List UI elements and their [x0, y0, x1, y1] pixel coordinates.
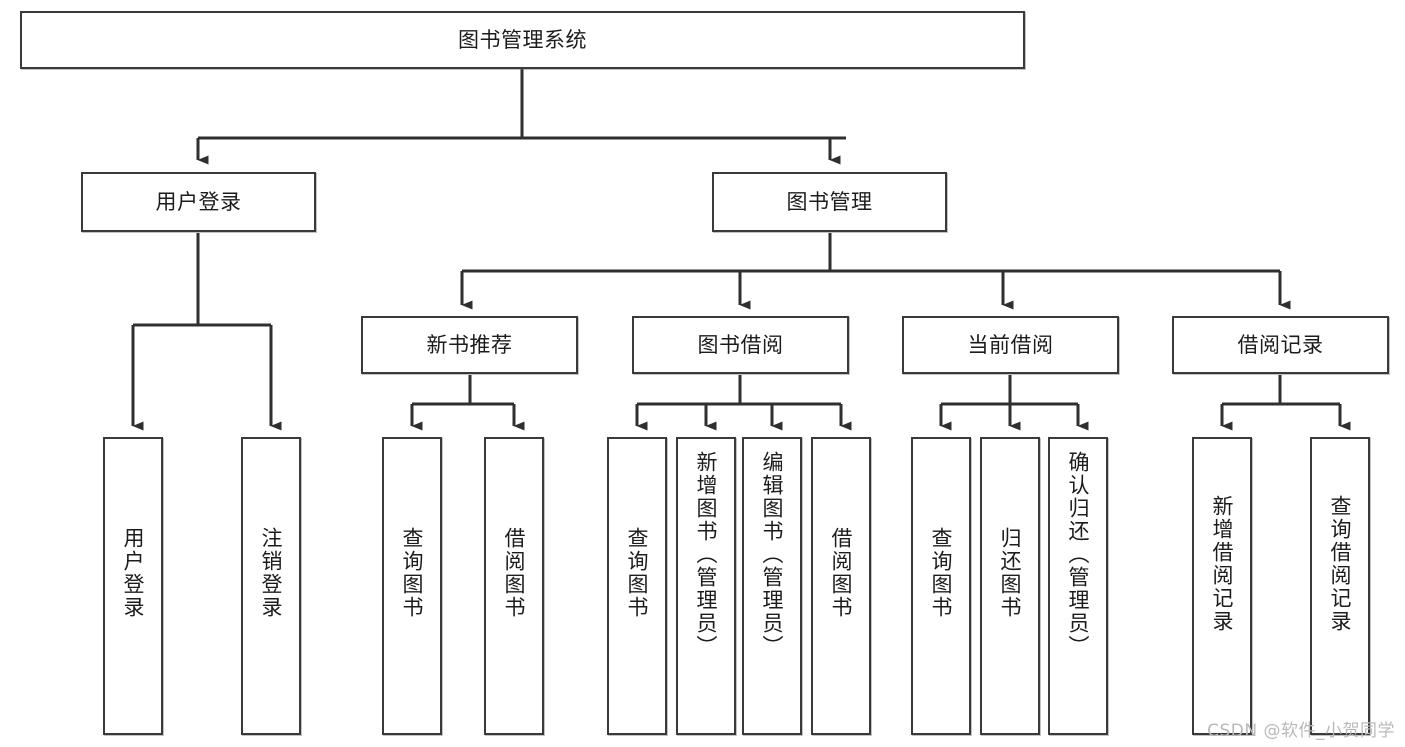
node-book-borrow-label: 图书借阅 — [697, 332, 784, 357]
node-leaf-cur-confirm[interactable]: 确认归还（管理员） — [1048, 437, 1108, 735]
node-leaf-rec-query2-label: 查询借阅记录 — [1328, 495, 1353, 633]
node-leaf-rec-query2[interactable]: 查询借阅记录 — [1310, 437, 1370, 735]
node-leaf-borrow-add-label: 新增图书（管理员） — [694, 451, 719, 658]
node-leaf-borrow-lend-label: 借阅图书 — [829, 527, 854, 619]
node-book-manage-label: 图书管理 — [786, 189, 873, 214]
node-leaf-cur-query-label: 查询图书 — [929, 527, 954, 619]
node-leaf-user-logout[interactable]: 注销登录 — [241, 437, 301, 735]
node-borrow-record-label: 借阅记录 — [1237, 332, 1324, 357]
node-user-login[interactable]: 用户登录 — [81, 172, 316, 232]
node-user-login-label: 用户登录 — [155, 189, 242, 214]
node-leaf-cur-return[interactable]: 归还图书 — [980, 437, 1040, 735]
node-root[interactable]: 图书管理系统 — [20, 11, 1025, 69]
node-leaf-user-login-label: 用户登录 — [121, 527, 146, 619]
node-leaf-cur-confirm-label: 确认归还（管理员） — [1066, 451, 1091, 658]
node-leaf-borrow-edit[interactable]: 编辑图书（管理员） — [742, 437, 802, 735]
node-book-borrow[interactable]: 图书借阅 — [632, 316, 849, 374]
node-leaf-user-logout-label: 注销登录 — [259, 527, 284, 619]
node-new-book-rec-label: 新书推荐 — [426, 332, 513, 357]
node-book-manage[interactable]: 图书管理 — [712, 172, 947, 232]
node-new-book-rec[interactable]: 新书推荐 — [361, 316, 578, 374]
node-leaf-cur-query[interactable]: 查询图书 — [911, 437, 971, 735]
node-leaf-rec-add[interactable]: 新增借阅记录 — [1192, 437, 1252, 735]
node-current-borrow[interactable]: 当前借阅 — [902, 316, 1119, 374]
node-leaf-borrow-add[interactable]: 新增图书（管理员） — [676, 437, 736, 735]
node-leaf-cur-return-label: 归还图书 — [998, 527, 1023, 619]
node-root-label: 图书管理系统 — [458, 27, 587, 52]
node-leaf-rec-add-label: 新增借阅记录 — [1210, 495, 1235, 633]
node-leaf-borrow-query[interactable]: 查询图书 — [607, 437, 667, 735]
node-leaf-borrow-edit-label: 编辑图书（管理员） — [760, 451, 785, 658]
node-leaf-borrow-query-label: 查询图书 — [625, 527, 650, 619]
node-leaf-rec-query[interactable]: 查询图书 — [382, 437, 442, 735]
node-leaf-user-login[interactable]: 用户登录 — [103, 437, 163, 735]
node-leaf-rec-borrow[interactable]: 借阅图书 — [484, 437, 544, 735]
node-leaf-borrow-lend[interactable]: 借阅图书 — [811, 437, 871, 735]
node-borrow-record[interactable]: 借阅记录 — [1172, 316, 1389, 374]
node-leaf-rec-query-label: 查询图书 — [400, 527, 425, 619]
node-leaf-rec-borrow-label: 借阅图书 — [502, 527, 527, 619]
node-current-borrow-label: 当前借阅 — [967, 332, 1054, 357]
csdn-watermark: CSDN @软件_小贺同学 — [1207, 721, 1395, 741]
